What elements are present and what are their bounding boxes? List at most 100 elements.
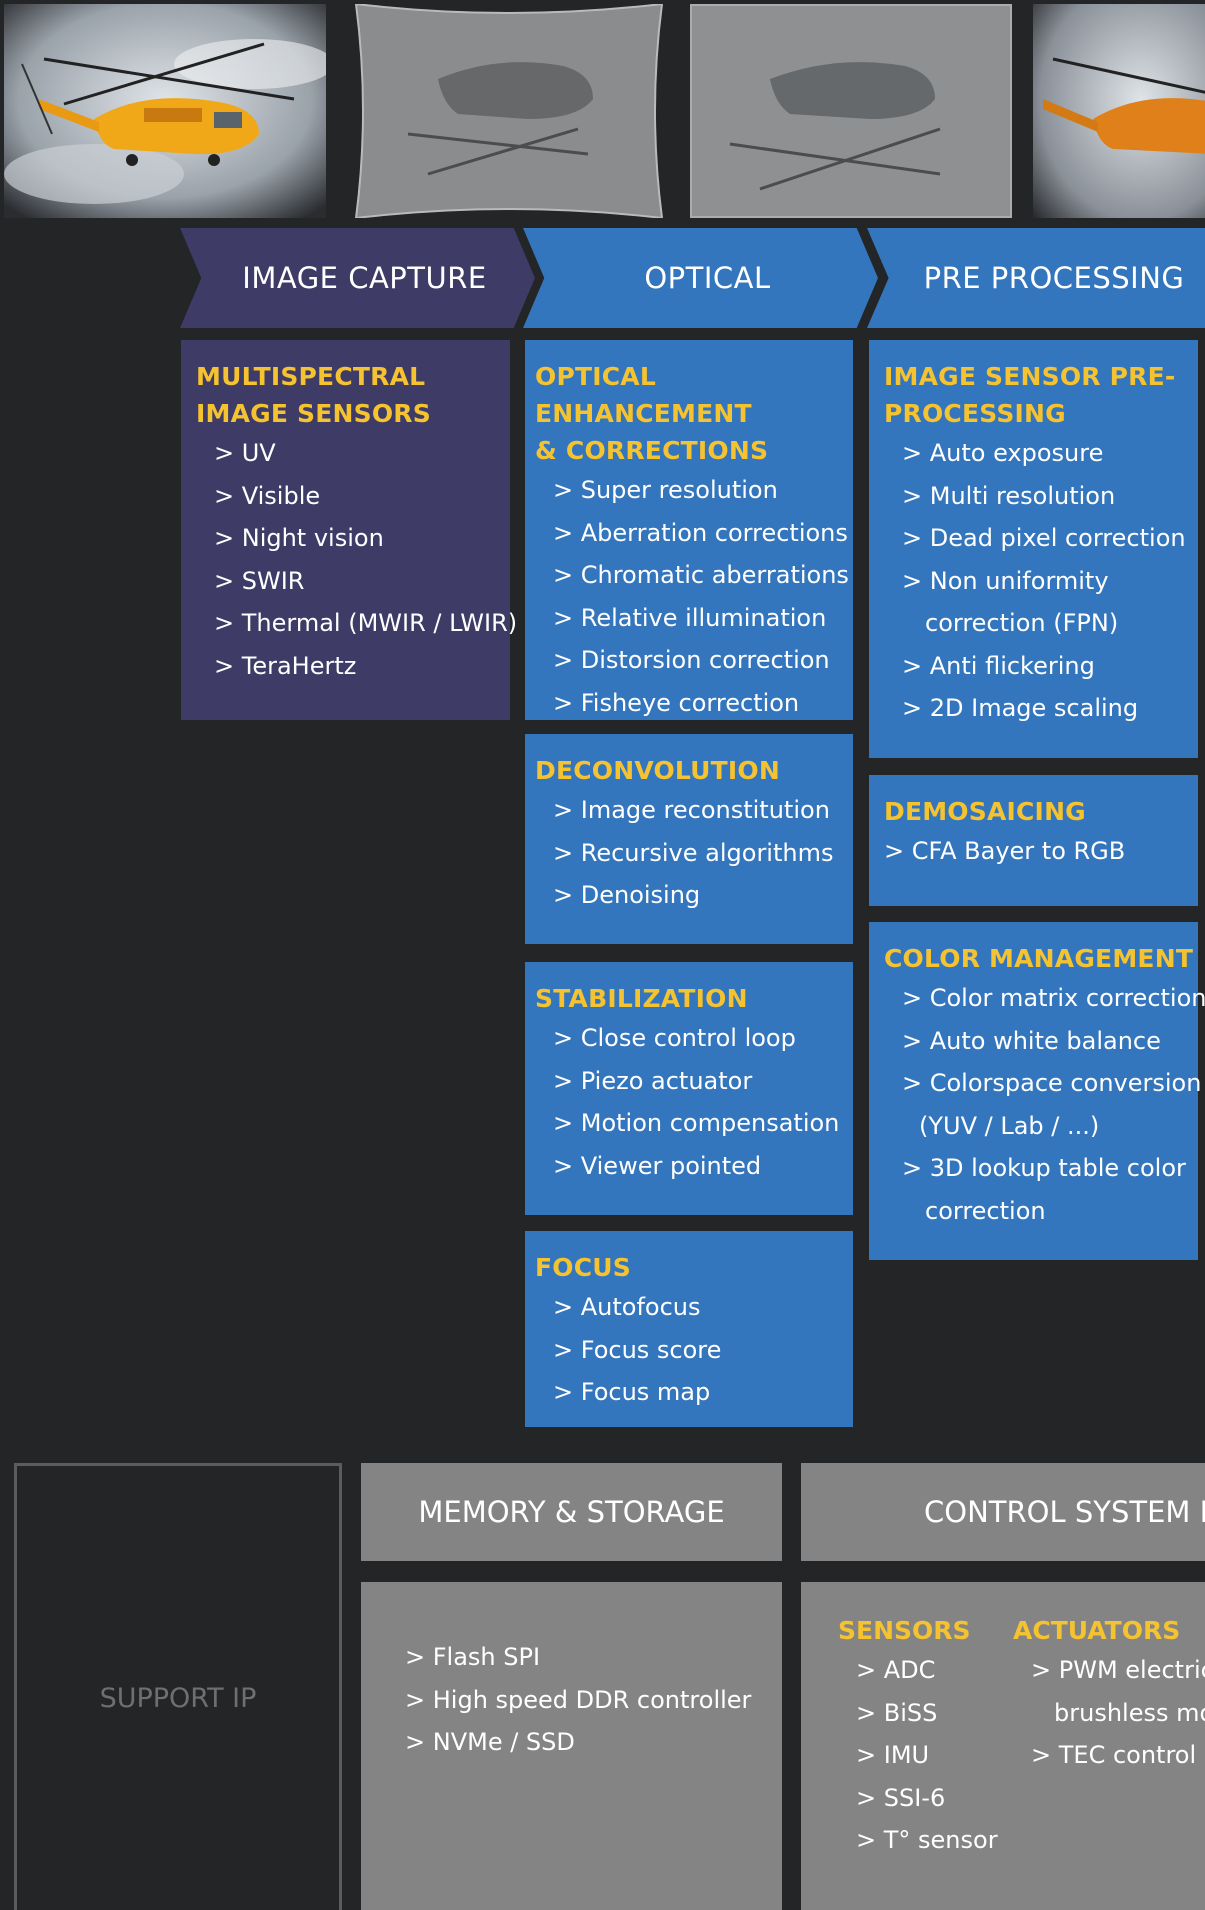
list-item: > NVMe / SSD: [405, 1728, 575, 1756]
list-item: > Focus score: [553, 1335, 722, 1364]
sensor-preprocessing-box: IMAGE SENSOR PRE- PROCESSING > Auto expo…: [869, 340, 1198, 758]
box-title-line: & CORRECTIONS: [535, 436, 769, 465]
demosaicing-box: DEMOSAICING > CFA Bayer to RGB: [869, 775, 1198, 906]
support-ip-panel: SUPPORT IP: [14, 1463, 342, 1910]
list-item: > Relative illumination: [553, 603, 827, 632]
item-list: > CFA Bayer to RGB: [884, 830, 1198, 873]
stage-pre-processing: PRE PROCESSING: [867, 228, 1205, 328]
list-item: > Color matrix correction: [902, 984, 1205, 1012]
item-list: > Super resolution > Aberration correcti…: [535, 469, 853, 724]
helicopter-photo-color: [4, 4, 326, 218]
list-item: > 3D lookup table color correction: [902, 1147, 1198, 1232]
list-item: > T° sensor: [856, 1826, 998, 1854]
list-item: > Visible: [214, 481, 321, 510]
control-system-title: CONTROL SYSTEM El: [924, 1495, 1205, 1529]
list-item: > SWIR: [214, 566, 305, 595]
control-system-box: SENSORS > ADC > BiSS > IMU > SSI-6 > T° …: [801, 1582, 1205, 1910]
box-title-line: MULTISPECTRAL: [196, 362, 426, 391]
control-system-header: CONTROL SYSTEM El: [801, 1463, 1205, 1561]
list-item-text: > Non uniformity: [902, 566, 1109, 595]
memory-storage-header: MEMORY & STORAGE: [361, 1463, 782, 1561]
list-item: > TEC control: [1031, 1741, 1197, 1769]
list-item: > Auto white balance: [902, 1026, 1161, 1055]
optical-enhancement-box: OPTICAL ENHANCEMENT & CORRECTIONS > Supe…: [525, 340, 853, 720]
list-item: > Non uniformity correction (FPN): [902, 560, 1198, 645]
list-item: > Aberration corrections: [553, 518, 848, 547]
list-item: > Denoising: [553, 881, 701, 909]
list-item: > Dead pixel correction: [902, 524, 1186, 552]
item-list: > Auto exposure > Multi resolution > Dea…: [884, 432, 1198, 730]
list-item: > Night vision: [214, 524, 384, 552]
list-item: > Distorsion correction: [553, 646, 830, 674]
list-item: > CFA Bayer to RGB: [884, 837, 1126, 865]
list-item: > Piezo actuator: [553, 1066, 753, 1095]
list-item-text: > 3D lookup table color: [902, 1154, 1186, 1182]
list-item: > Multi resolution: [902, 481, 1116, 510]
box-title: DECONVOLUTION: [535, 756, 780, 785]
stabilization-box: STABILIZATION > Close control loop > Pie…: [525, 962, 853, 1215]
list-item: > Auto exposure: [902, 439, 1104, 467]
focus-box: FOCUS > Autofocus > Focus score > Focus …: [525, 1231, 853, 1427]
list-item: > Image reconstitution: [553, 796, 830, 824]
list-item: > UV: [214, 439, 276, 467]
box-title: OPTICAL ENHANCEMENT & CORRECTIONS: [535, 358, 853, 469]
stage-label: PRE PROCESSING: [923, 261, 1185, 295]
list-item-text: > Colorspace conversion: [902, 1069, 1202, 1097]
list-item: > Colorspace conversion (YUV / Lab / ...…: [902, 1062, 1202, 1147]
list-item-continuation: correction (FPN): [925, 609, 1119, 637]
list-item: > Chromatic aberrations: [553, 561, 849, 589]
stage-optical: OPTICAL: [523, 228, 878, 328]
list-item: > Motion compensation: [553, 1109, 840, 1137]
list-item: > SSI-6: [856, 1783, 946, 1812]
box-title-line: PROCESSING: [884, 399, 1066, 428]
item-list: > Close control loop > Piezo actuator > …: [535, 1017, 853, 1187]
actuators-title: ACTUATORS: [1013, 1616, 1181, 1645]
item-list: > Color matrix correction > Auto white b…: [884, 977, 1205, 1232]
item-list: > PWM electric brushless mo > TEC contro…: [1013, 1649, 1205, 1777]
helicopter-photo-distorted: [348, 4, 670, 218]
box-title-line: IMAGE SENSORS: [196, 399, 431, 428]
stage-label: OPTICAL: [644, 261, 771, 295]
item-list: > Image reconstitution > Recursive algor…: [535, 789, 853, 917]
deconvolution-box: DECONVOLUTION > Image reconstitution > R…: [525, 734, 853, 944]
list-item: > Viewer pointed: [553, 1151, 762, 1180]
list-item-continuation: correction: [925, 1196, 1046, 1225]
list-item: > 2D Image scaling: [902, 694, 1139, 722]
list-item: > Flash SPI: [405, 1643, 541, 1671]
list-item: > Fisheye correction: [553, 688, 800, 717]
item-list: > Flash SPI > High speed DDR controller …: [361, 1582, 782, 1764]
box-title-line: IMAGE SENSOR PRE-: [884, 362, 1176, 391]
box-title: IMAGE SENSOR PRE- PROCESSING: [884, 358, 1198, 432]
list-item: > BiSS: [856, 1698, 938, 1727]
helicopter-photo-grey: [690, 4, 1012, 218]
list-item: > ADC: [856, 1656, 936, 1684]
memory-storage-title: MEMORY & STORAGE: [418, 1495, 725, 1529]
list-item-continuation: brushless mo: [1054, 1698, 1205, 1727]
multispectral-sensors-box: MULTISPECTRAL IMAGE SENSORS > UV > Visib…: [181, 340, 518, 720]
helicopter-photo-color-cropped: [1033, 4, 1205, 218]
list-item: > Super resolution: [553, 476, 778, 504]
list-item: > Anti flickering: [902, 651, 1095, 680]
color-management-box: COLOR MANAGEMENT > Color matrix correcti…: [869, 922, 1205, 1260]
list-item: > High speed DDR controller: [405, 1685, 752, 1714]
list-item: > TeraHertz: [214, 651, 357, 680]
box-title: DEMOSAICING: [884, 797, 1086, 826]
box-title: COLOR MANAGEMENT: [884, 944, 1194, 973]
support-ip-label: SUPPORT IP: [99, 1682, 257, 1714]
list-item: > Autofocus: [553, 1293, 701, 1321]
box-title-line: OPTICAL ENHANCEMENT: [535, 362, 752, 428]
item-list: > Autofocus > Focus score > Focus map: [535, 1286, 853, 1414]
memory-storage-box: > Flash SPI > High speed DDR controller …: [361, 1582, 782, 1910]
list-item: > Recursive algorithms: [553, 838, 834, 867]
list-item: > Thermal (MWIR / LWIR): [214, 609, 518, 637]
list-item: > PWM electric brushless mo: [1031, 1649, 1205, 1734]
box-title: MULTISPECTRAL IMAGE SENSORS: [196, 358, 510, 432]
list-item: > IMU: [856, 1741, 930, 1769]
list-item: > Focus map: [553, 1378, 711, 1406]
box-title: STABILIZATION: [535, 984, 748, 1013]
item-list: > UV > Visible > Night vision > SWIR > T…: [196, 432, 518, 687]
list-item: > Close control loop: [553, 1024, 796, 1052]
box-title: FOCUS: [535, 1253, 631, 1282]
stage-label: IMAGE CAPTURE: [242, 261, 487, 295]
